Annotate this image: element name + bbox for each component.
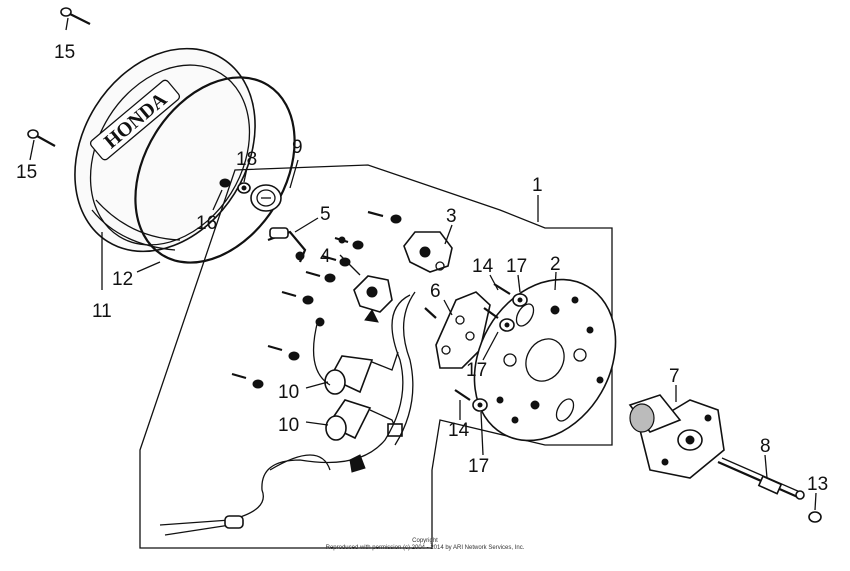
assembly-boundary: [139, 164, 613, 549]
advancer-shaft: [717, 457, 805, 500]
washer: [237, 182, 251, 194]
copyright-notice: Copyright Reproduced with permission (c)…: [326, 538, 525, 551]
inspection-cap: [250, 184, 282, 212]
callout-1: 1: [532, 175, 543, 196]
callout-labels: 15 15 18 9 16 12 11 1 5 3 4 2 14 17 6 17…: [16, 42, 828, 495]
callout-9: 9: [292, 137, 303, 158]
callout-7: 7: [669, 366, 680, 387]
callout-12: 12: [112, 269, 133, 290]
callout-16: 16: [196, 213, 217, 234]
screw-set: [231, 210, 402, 389]
cover-screw-upper: [60, 7, 91, 25]
point-cover: [74, 47, 256, 253]
contact-breaker-lower: [353, 275, 393, 323]
callout-3: 3: [446, 206, 457, 227]
callout-11: 11: [92, 301, 112, 322]
copyright-line-1: Copyright: [412, 538, 438, 544]
callout-6: 6: [430, 281, 441, 302]
callout-10b: 10: [278, 415, 299, 436]
callout-17a: 17: [506, 256, 527, 277]
base-plate-screws: [454, 283, 528, 412]
spark-advancer: [628, 394, 725, 479]
wire-harness: [159, 291, 416, 536]
cover-screw-lower: [27, 129, 56, 147]
callout-13: 13: [807, 474, 828, 495]
copyright-line-2: Reproduced with permission (c) 2004 - 20…: [326, 545, 525, 551]
callout-14b: 14: [448, 420, 470, 441]
callout-17c: 17: [468, 456, 489, 477]
contact-breaker-upper: [403, 231, 453, 273]
callout-4: 4: [320, 246, 331, 267]
retaining-ring: [808, 511, 822, 523]
cover-bolt: [219, 178, 231, 188]
condenser-upper: [324, 351, 399, 395]
callout-2: 2: [550, 254, 561, 275]
callout-17b: 17: [466, 360, 487, 381]
cam-plate: [424, 291, 491, 369]
leader-lines: [29, 17, 817, 511]
condenser-lower: [325, 399, 403, 441]
callout-15b: 15: [16, 162, 37, 183]
callout-15a: 15: [54, 42, 75, 63]
callout-14a: 14: [472, 256, 494, 277]
callout-5: 5: [320, 204, 331, 225]
callout-10a: 10: [278, 382, 299, 403]
callout-18: 18: [236, 149, 257, 170]
callout-8: 8: [760, 436, 771, 457]
